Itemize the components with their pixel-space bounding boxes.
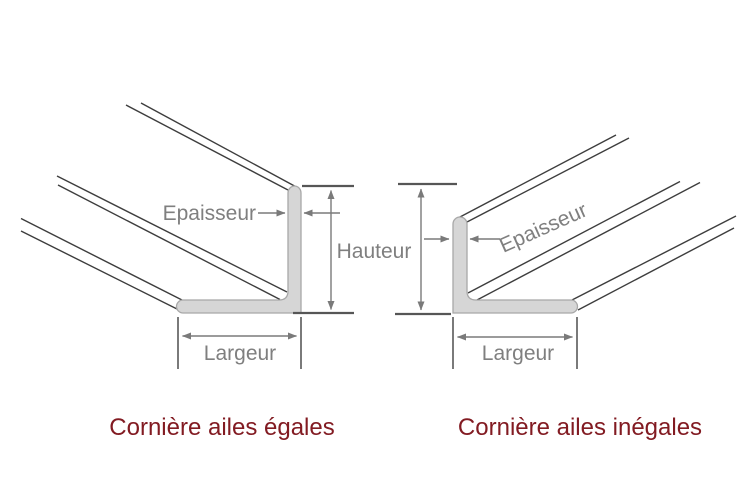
hauteur-label: Hauteur bbox=[337, 240, 412, 263]
left-angle-diagram: Epaisseur Hauteur Largeur bbox=[20, 102, 412, 369]
epaisseur-label: Epaisseur bbox=[163, 202, 256, 225]
right-angle-diagram: Epaisseur Largeur bbox=[395, 134, 737, 369]
extrusion-edge-line bbox=[577, 227, 735, 311]
angle-profile-face bbox=[175, 185, 302, 314]
extrusion-edge-line bbox=[20, 230, 178, 310]
extrusion-edge-line bbox=[57, 184, 281, 301]
extrusion-edge-line bbox=[458, 134, 617, 219]
extrusion-edge-line bbox=[56, 175, 288, 293]
left-extrusion-edges bbox=[20, 102, 295, 310]
extrusion-edge-line bbox=[476, 181, 701, 301]
extrusion-edge-line bbox=[571, 215, 737, 301]
angle-profile-face bbox=[452, 216, 579, 314]
largeur-label: Largeur bbox=[482, 342, 554, 365]
epaisseur-label: Epaisseur bbox=[496, 199, 591, 258]
extrusion-edge-line bbox=[466, 137, 630, 223]
extrusion-edge-line bbox=[140, 102, 295, 187]
left-caption: Cornière ailes égales bbox=[109, 414, 335, 441]
extrusion-edge-line bbox=[467, 180, 681, 294]
largeur-label: Largeur bbox=[204, 342, 276, 365]
right-caption: Cornière ailes inégales bbox=[457, 414, 703, 441]
extrusion-edge-line bbox=[20, 217, 183, 301]
right-extrusion-edges bbox=[458, 134, 737, 311]
extrusion-edge-line bbox=[125, 104, 289, 191]
